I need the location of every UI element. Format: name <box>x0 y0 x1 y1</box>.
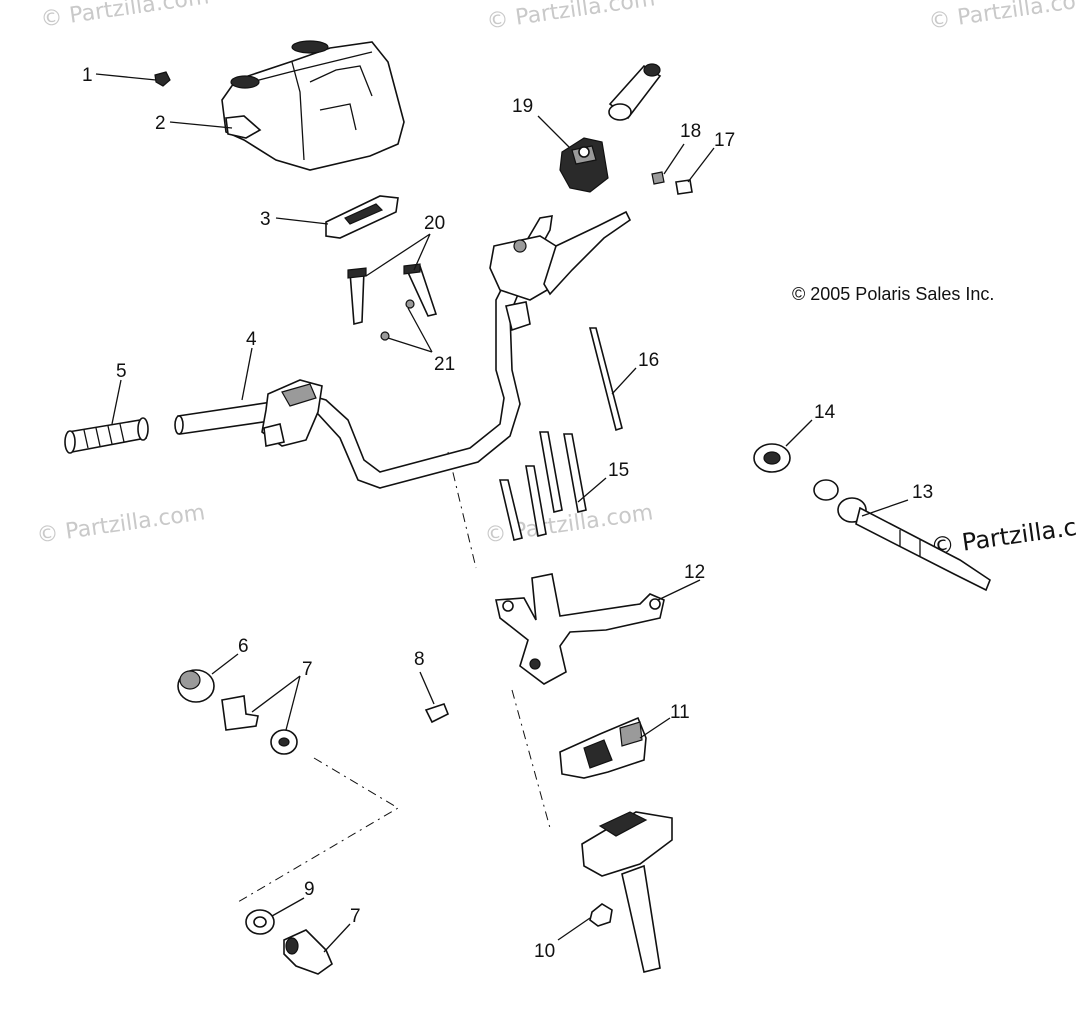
callout-2: 2 <box>155 113 166 134</box>
callout-leaders <box>95 73 909 953</box>
callout-14: 14 <box>814 402 836 423</box>
long-bolt <box>588 327 623 432</box>
copyright-notice: © 2005 Polaris Sales Inc. <box>792 284 995 304</box>
small-screws <box>651 171 693 195</box>
callout-20: 20 <box>424 213 445 234</box>
callout-8: 8 <box>414 649 425 670</box>
callout-11: 11 <box>670 702 690 723</box>
callout-17: 17 <box>714 130 735 151</box>
callout-12: 12 <box>684 562 705 583</box>
callout-15: 15 <box>608 460 629 481</box>
key-switch-cap <box>177 669 215 703</box>
mounting-brackets <box>347 263 438 341</box>
handlebar-clamp <box>559 716 647 779</box>
handlebar <box>174 210 632 489</box>
callout-4: 4 <box>246 329 257 350</box>
headlight-pod-cover <box>221 40 405 171</box>
ring-washer <box>245 909 275 935</box>
headlight-mount-bracket <box>495 573 665 685</box>
bolt-set <box>498 431 587 541</box>
assembly-guide-lines <box>237 451 929 903</box>
callout-numbers: 1 2 3 4 5 6 7 8 9 10 11 12 13 14 15 16 1… <box>82 65 933 962</box>
throttle-housing <box>559 137 609 193</box>
callout-6: 6 <box>238 636 249 657</box>
cable-bushing <box>753 443 791 473</box>
callout-16: 16 <box>638 350 659 371</box>
callout-19: 19 <box>512 96 533 117</box>
left-grip <box>64 417 149 454</box>
callout-1: 1 <box>82 65 93 86</box>
right-grip <box>608 63 662 121</box>
switch-retainer-plate <box>221 695 259 731</box>
callout-3: 3 <box>260 209 271 230</box>
callout-10: 10 <box>534 941 555 962</box>
callout-7b: 7 <box>350 906 361 927</box>
callout-21: 21 <box>434 354 455 375</box>
screw-8 <box>424 703 450 724</box>
callout-18: 18 <box>680 121 701 142</box>
steering-post <box>581 811 673 973</box>
switch-washer <box>270 729 298 755</box>
callout-9: 9 <box>304 879 315 900</box>
push-rivet <box>154 71 171 87</box>
callout-5: 5 <box>116 361 127 382</box>
speedometer-drive-shaft <box>813 479 991 592</box>
steering-nut <box>589 903 613 927</box>
callout-7a: 7 <box>302 659 313 680</box>
pod-bracket <box>325 195 399 239</box>
ignition-switch <box>283 929 333 975</box>
callout-13: 13 <box>912 482 933 503</box>
